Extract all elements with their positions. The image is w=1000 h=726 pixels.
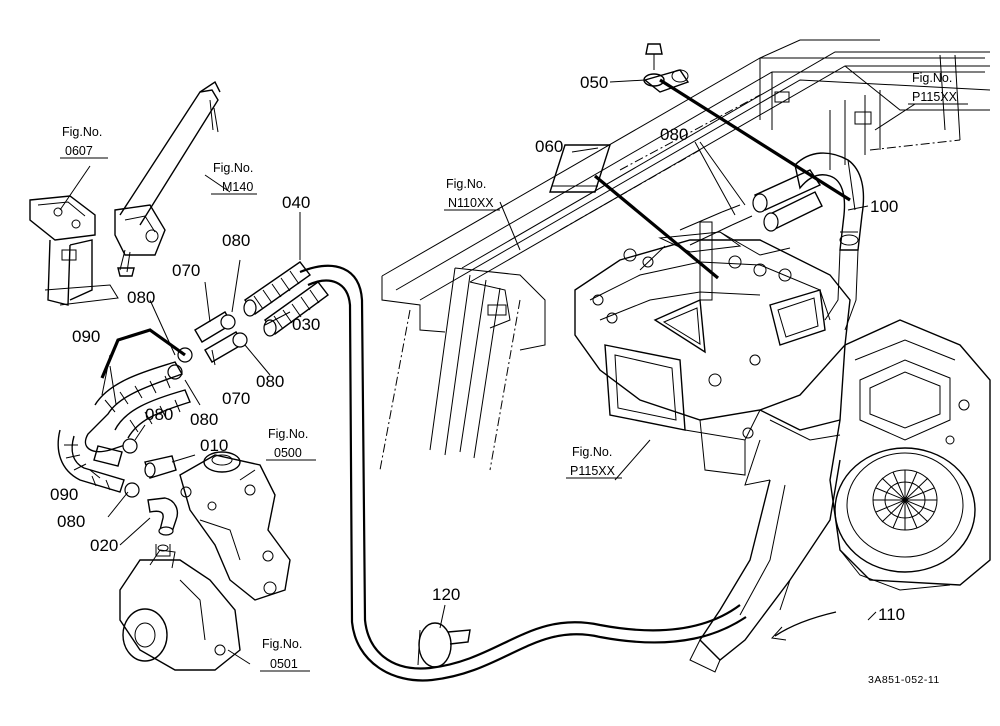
svg-text:0501: 0501 bbox=[270, 657, 298, 671]
part-label-090: 090 bbox=[72, 327, 100, 346]
mounting-stay-m140 bbox=[114, 80, 221, 277]
part-label-080: 080 bbox=[256, 372, 284, 391]
svg-text:Fig.No.: Fig.No. bbox=[62, 125, 102, 139]
fig-ref-n110xx: Fig.No. N110XX bbox=[444, 177, 500, 211]
svg-text:0607: 0607 bbox=[65, 144, 93, 158]
mounting-bracket-0607 bbox=[29, 195, 119, 306]
part-label-070: 070 bbox=[222, 389, 250, 408]
air-duct-100 bbox=[794, 152, 865, 331]
part-label-020: 020 bbox=[90, 536, 118, 555]
hvac-unit-housing bbox=[574, 221, 851, 476]
thermostat-housing-0500 bbox=[179, 451, 291, 601]
part-label-080: 080 bbox=[145, 405, 173, 424]
vehicle-frame bbox=[379, 39, 991, 471]
fig-ref-0501: Fig.No. 0501 bbox=[260, 637, 310, 672]
svg-text:P115XX: P115XX bbox=[570, 464, 616, 478]
part-label-080: 080 bbox=[190, 410, 218, 429]
svg-text:P115XX: P115XX bbox=[912, 90, 958, 104]
part-label-110: 110 bbox=[878, 605, 905, 624]
part-label-050: 050 bbox=[580, 73, 608, 92]
blower-assembly bbox=[759, 319, 991, 591]
svg-text:Fig.No.: Fig.No. bbox=[912, 71, 952, 85]
hose-clamp-120 bbox=[417, 622, 471, 668]
svg-text:N110XX: N110XX bbox=[448, 196, 494, 210]
short-hoses bbox=[57, 261, 329, 557]
hvac-valve-fittings bbox=[592, 221, 792, 439]
drain-duct bbox=[689, 439, 841, 673]
drawing-code: 3A851-052-11 bbox=[868, 674, 940, 686]
fig-ref-0500: Fig.No. 0500 bbox=[266, 427, 316, 461]
water-pump-0501 bbox=[119, 549, 241, 671]
part-label-080: 080 bbox=[222, 231, 250, 250]
fig-ref-p115xx-mid: Fig.No. P115XX bbox=[566, 445, 622, 479]
seal-pad-060 bbox=[549, 144, 611, 193]
svg-text:Fig.No.: Fig.No. bbox=[572, 445, 612, 459]
part-label-090: 090 bbox=[50, 485, 78, 504]
svg-text:Fig.No.: Fig.No. bbox=[268, 427, 308, 441]
leader-lines bbox=[59, 79, 916, 665]
part-label-100: 100 bbox=[870, 197, 898, 216]
svg-text:M140: M140 bbox=[222, 180, 253, 194]
svg-text:Fig.No.: Fig.No. bbox=[262, 637, 302, 651]
hvac-hose-pipes bbox=[679, 169, 823, 246]
part-label-080: 080 bbox=[660, 125, 688, 144]
fig-ref-0607: Fig.No. 0607 bbox=[60, 125, 108, 159]
heater-hose-long bbox=[299, 264, 747, 682]
part-label-010: 010 bbox=[200, 436, 228, 455]
assembly-pointers bbox=[100, 78, 851, 641]
part-label-080: 080 bbox=[57, 512, 85, 531]
part-label-080: 080 bbox=[127, 288, 155, 307]
part-label-060: 060 bbox=[535, 137, 563, 156]
part-label-040: 040 bbox=[282, 193, 310, 212]
part-label-070: 070 bbox=[172, 261, 200, 280]
fig-ref-p115xx-top: Fig.No. P115XX bbox=[908, 71, 968, 105]
figure-references: Fig.No. 0607 Fig.No. M140 Fig.No. N110XX… bbox=[60, 71, 968, 672]
part-label-120: 120 bbox=[432, 585, 460, 604]
svg-text:0500: 0500 bbox=[274, 446, 302, 460]
fig-ref-m140: Fig.No. M140 bbox=[211, 161, 257, 195]
part-label-030: 030 bbox=[292, 315, 320, 334]
svg-text:Fig.No.: Fig.No. bbox=[213, 161, 253, 175]
part-labels: 050 060 080 100 110 120 040 030 080 070 … bbox=[50, 73, 905, 624]
svg-text:Fig.No.: Fig.No. bbox=[446, 177, 486, 191]
